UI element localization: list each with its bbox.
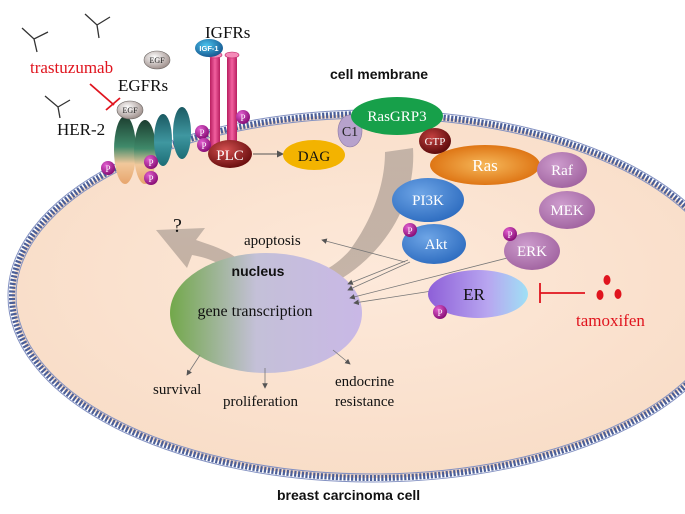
- egf-left-label: EGF: [122, 106, 138, 115]
- svg-text:P: P: [199, 128, 204, 138]
- breast-cell-label: breast carcinoma cell: [277, 487, 420, 503]
- endocrine-label: endocrine: [335, 374, 394, 390]
- erk-node: [504, 232, 560, 270]
- akt-phospho: [403, 223, 417, 237]
- svg-text:P: P: [105, 164, 110, 174]
- cell-membrane-label: cell membrane: [330, 66, 428, 82]
- gtp-label: GTP: [425, 136, 446, 148]
- pi3k-label: PI3K: [412, 193, 444, 209]
- er-node: [428, 270, 528, 318]
- er-label: ER: [463, 285, 485, 304]
- ras-label: Ras: [472, 156, 498, 175]
- plc-label: PLC: [216, 148, 244, 164]
- egfrs-label: EGFRs: [118, 76, 168, 95]
- nucleus-label: nucleus: [232, 263, 285, 279]
- raf-node: [537, 152, 587, 188]
- svg-text:P: P: [507, 230, 512, 240]
- trastuzumab-inhibition: [89, 83, 121, 111]
- mek-node: [539, 191, 595, 229]
- nucleus: [170, 253, 362, 373]
- egf-ligand-left: [116, 100, 144, 120]
- svg-text:P: P: [240, 113, 245, 123]
- svg-text:P: P: [148, 174, 153, 184]
- proliferation-label: proliferation: [223, 394, 298, 410]
- igf1-ligand: [195, 39, 223, 57]
- tamoxifen-inhibition: [539, 283, 585, 303]
- resistance-label: resistance: [335, 394, 394, 410]
- trastuzumab-label: trastuzumab: [30, 58, 113, 77]
- mek-label: MEK: [550, 203, 584, 219]
- egf-top-label: EGF: [149, 56, 165, 65]
- svg-text:P: P: [148, 158, 153, 168]
- akt-node: [402, 224, 466, 264]
- egf-ligand-top: [143, 50, 171, 70]
- tamoxifen-label: tamoxifen: [576, 311, 645, 330]
- survival-label: survival: [153, 382, 201, 398]
- her2-label: HER-2: [57, 120, 105, 139]
- igf1-label: IGF-1: [199, 44, 218, 53]
- question-mark: ?: [173, 215, 182, 237]
- apoptosis-label: apoptosis: [244, 233, 301, 249]
- igfrs-label: IGFRs: [205, 23, 250, 42]
- rasgrp3-label: RasGRP3: [367, 109, 426, 125]
- phospho-group-receptors: P P P P P P: [101, 110, 250, 185]
- rasgrp3-node: [351, 97, 443, 135]
- gtp-node: [419, 128, 451, 154]
- akt-label: Akt: [425, 237, 448, 253]
- dag-node: [283, 140, 345, 170]
- antibody-icon: [21, 13, 111, 119]
- gene-transcription-label: gene transcription: [197, 303, 312, 320]
- erk-phospho: [503, 227, 517, 241]
- dag-label: DAG: [298, 149, 331, 165]
- plc-node: [208, 140, 252, 168]
- her2-receptor: [114, 116, 136, 184]
- erk-label: ERK: [517, 244, 547, 260]
- svg-text:P: P: [407, 226, 412, 236]
- raf-label: Raf: [551, 163, 573, 179]
- tamoxifen-drops-icon: [596, 275, 622, 300]
- er-phospho: [433, 305, 447, 319]
- pi3k-node: [392, 178, 464, 222]
- svg-text:P: P: [437, 308, 442, 318]
- svg-text:P: P: [201, 141, 206, 151]
- c1-label: C1: [342, 125, 358, 140]
- ras-node: [430, 145, 540, 185]
